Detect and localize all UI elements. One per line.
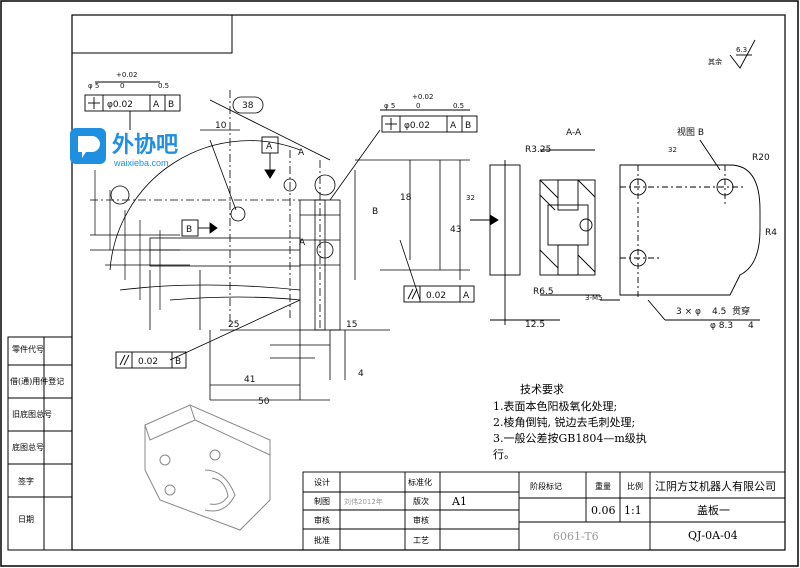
rough-note: 其余 [708, 57, 722, 66]
fcf-right-a: A [450, 121, 457, 131]
par-left: 0.02 [138, 357, 158, 367]
fcf-right-pos: φ0.02 [404, 121, 430, 131]
tb-check: 审核 [314, 515, 330, 525]
d32a: 32 [466, 194, 475, 202]
side-a2: A [299, 238, 306, 248]
left-col-borrow: 借(通)用件登记 [10, 376, 64, 386]
tb-design: 设计 [314, 477, 330, 487]
d32b: 32 [668, 146, 677, 154]
left-col-part-code: 零件代号 [12, 344, 44, 354]
title-block-grid [302, 471, 786, 551]
hole-through: 贯穿 [732, 305, 750, 317]
par-frame-left [115, 351, 187, 369]
tb-process: 工艺 [413, 536, 429, 545]
hole-3m5: 3-M5 [585, 294, 602, 302]
dim-4: 4 [358, 369, 364, 379]
top-left-box [71, 14, 233, 54]
left-column [7, 336, 73, 551]
tb-revision: 版次 [413, 496, 429, 506]
hole-45: 4.5 [712, 307, 726, 317]
tb-std: 标准化 [408, 477, 432, 487]
watermark-logo: 外协吧 waixieba.com [70, 128, 178, 168]
dim-18: 18 [400, 193, 412, 203]
hole-depth: 4 [748, 321, 754, 331]
dim-38-shape [200, 96, 264, 131]
fcf-left-a: A [153, 100, 160, 110]
tech-note-3: 3.一般公差按GB1804—m级执 [493, 431, 647, 445]
rough-63: 6.3 [736, 46, 747, 54]
hole-83: φ 8.3 [710, 321, 733, 331]
left-col-old-no: 旧底图总号 [12, 409, 52, 419]
section-label: A-A [566, 128, 582, 138]
view-label: 视图 B [677, 126, 704, 138]
tb-approve: 批准 [314, 535, 330, 545]
dim-phi5-left: φ 5 [88, 82, 99, 90]
surface-right: 0.5 [453, 102, 464, 110]
dim-phi5-right: φ 5 [384, 102, 395, 110]
datum-a-top: A [266, 142, 273, 152]
tb-company: 江阴方艾机器人有限公司 [655, 479, 776, 493]
datum-b-box [181, 219, 218, 237]
fcf-left [84, 81, 181, 130]
fcf-right [380, 109, 478, 133]
side-a1: A [298, 148, 305, 158]
par-frame-right [403, 285, 475, 303]
tech-note-2: 2.棱角倒钝, 锐边去毛刺处理; [493, 415, 635, 429]
dim-10: 10 [215, 121, 227, 131]
left-col-sign: 签字 [18, 476, 34, 486]
tech-note-4: 行。 [493, 448, 515, 461]
dim-15: 15 [346, 320, 357, 330]
r20: R20 [752, 153, 770, 163]
tb-scale-value: 1:1 [624, 504, 642, 517]
datum-a-box [261, 136, 279, 179]
dim-38: 38 [242, 101, 254, 111]
fcf-left-pos: φ0.02 [107, 100, 133, 110]
r325: R3.25 [525, 145, 551, 155]
side-view [470, 160, 560, 325]
datum-b-left: B [186, 225, 192, 235]
tb-material: 6061-T6 [553, 530, 599, 543]
side-b: B [372, 207, 378, 217]
tb-weight-value: 0.06 [591, 504, 616, 517]
left-dims [90, 170, 190, 310]
hole-3phi: 3 × φ [676, 307, 701, 317]
dim-tol-right: +0.02 [412, 93, 433, 101]
dim-41: 41 [244, 375, 255, 385]
iso-sketch [144, 404, 271, 531]
tb-revision-value: A1 [451, 495, 467, 508]
dim-43: 43 [450, 225, 461, 235]
r65: R6.5 [533, 287, 554, 297]
fcf-right-b: B [465, 121, 471, 131]
dim-50: 50 [258, 397, 270, 407]
r4: R4 [765, 228, 777, 238]
logo-url: waixieba.com [113, 158, 169, 168]
tech-note-1: 1.表面本色阳极氧化处理; [493, 399, 617, 413]
roughness-symbol [729, 39, 756, 69]
surface-left: 0.5 [158, 82, 169, 90]
fcf-left-b: B [168, 100, 174, 110]
tb-part-name: 盖板一 [697, 503, 730, 517]
par-right: 0.02 [426, 291, 446, 301]
dim-25: 25 [228, 320, 239, 330]
tb-draw-value: 刘伟2012年 [344, 497, 383, 506]
tb-drawing-no: QJ-0A-04 [688, 529, 738, 542]
tb-weight: 重量 [595, 481, 611, 491]
dim-tol-right0: 0 [416, 102, 420, 110]
dim-tol-left0: 0 [120, 82, 124, 90]
left-col-date: 日期 [18, 515, 34, 524]
par-left-ref: B [175, 357, 181, 367]
tb-audit: 审核 [413, 515, 429, 525]
tb-draw: 制图 [314, 496, 330, 506]
tb-stage-mark: 阶段标记 [530, 481, 562, 491]
left-col-base-no: 底图总号 [12, 442, 44, 452]
tb-scale: 比例 [627, 481, 643, 491]
tech-notes-title: 技术要求 [520, 383, 564, 396]
section-aa [539, 149, 600, 296]
dim-tol-left: +0.02 [116, 71, 137, 79]
dim-125: 12.5 [525, 320, 545, 330]
logo-word: 外协吧 [112, 132, 178, 157]
view-b [600, 139, 761, 321]
par-right-ref: A [463, 291, 470, 301]
